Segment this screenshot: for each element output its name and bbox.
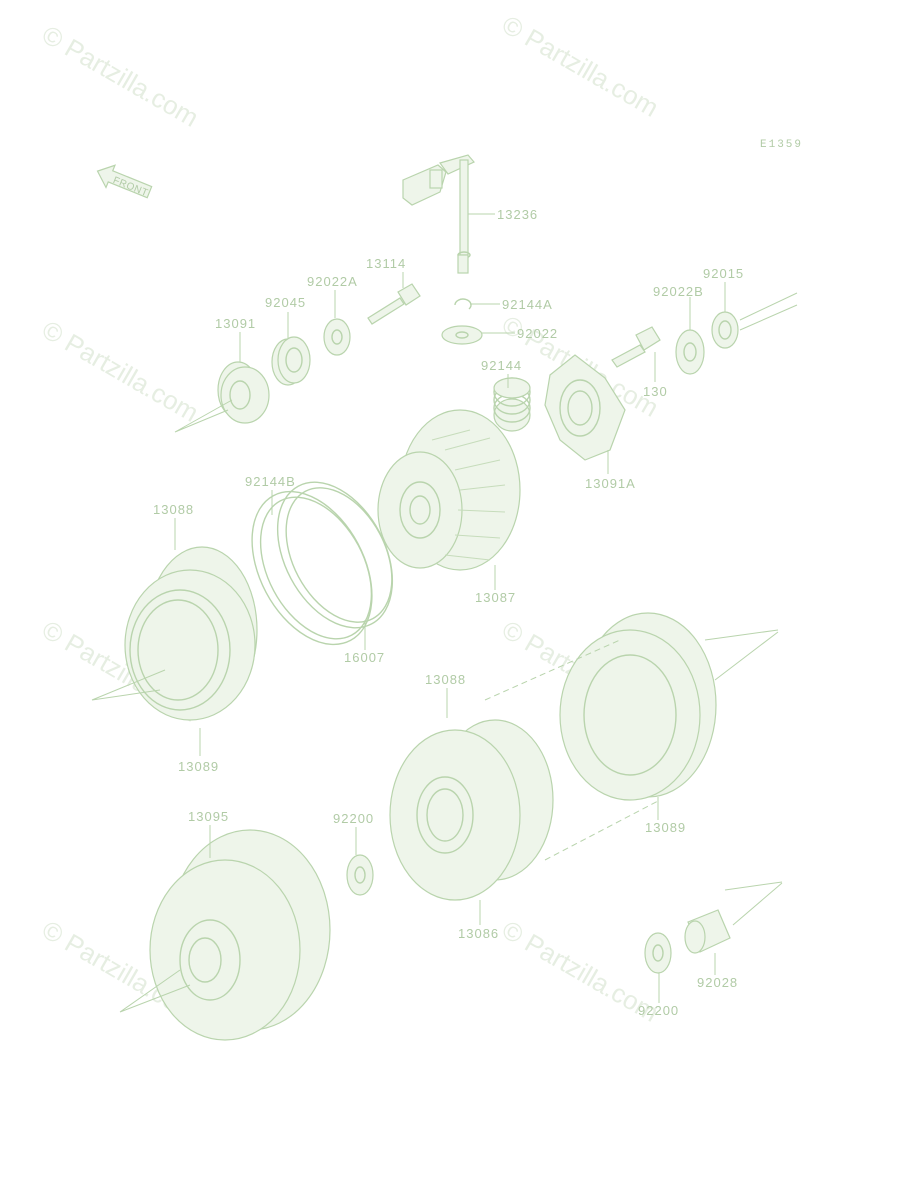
part-label-92022: 92022: [517, 326, 558, 341]
rings-16007-92144b: [251, 481, 394, 646]
pressure-plate-13091a: [544, 354, 626, 461]
part-label-13091a: 13091A: [585, 476, 636, 491]
watermark: © Partzilla.com: [37, 314, 204, 428]
bearing-92045: [271, 336, 311, 386]
bolt-130: [611, 326, 661, 368]
circlip-92144a: [454, 298, 472, 310]
washer-92022: [441, 325, 483, 345]
watermark: © Partzilla.com: [37, 19, 204, 133]
front-arrow-icon: FRONT: [96, 164, 153, 199]
part-label-13089-left: 13089: [178, 759, 219, 774]
part-label-92200-lower: 92200: [638, 1003, 679, 1018]
part-label-13087: 13087: [475, 590, 516, 605]
part-label-13236: 13236: [497, 207, 538, 222]
part-label-13091: 13091: [215, 316, 256, 331]
washer-92022b: [675, 329, 705, 375]
sleeve-92028: [684, 881, 783, 954]
plate-stack-right: [389, 612, 779, 901]
washer-92022a: [323, 318, 351, 356]
clutch-housing-13095: [119, 829, 331, 1041]
clutch-hub-13087: [377, 409, 521, 571]
part-label-92022b: 92022B: [653, 284, 704, 299]
part-label-92200-upper: 92200: [333, 811, 374, 826]
watermark: © Partzilla.com: [497, 9, 664, 123]
push-rod: [367, 283, 421, 325]
part-label-130: 130: [643, 384, 668, 399]
nut-92015: [711, 292, 798, 349]
part-label-92022a: 92022A: [307, 274, 358, 289]
part-label-92144b: 92144B: [245, 474, 296, 489]
spring-92144: [493, 377, 531, 432]
leader-lines: [174, 213, 726, 1003]
part-labels: 13236 13114 92022A 92045 13091 92144A 92…: [153, 207, 744, 1018]
part-label-92144a: 92144A: [502, 297, 553, 312]
part-label-92028: 92028: [697, 975, 738, 990]
pusher-13091: [174, 361, 270, 433]
part-label-13086: 13086: [458, 926, 499, 941]
part-label-92015: 92015: [703, 266, 744, 281]
washer-92200-lower: [644, 932, 672, 974]
friction-plates-left: [91, 546, 258, 721]
part-label-92144: 92144: [481, 358, 522, 373]
washer-92200-upper: [346, 854, 374, 896]
part-label-16007: 16007: [344, 650, 385, 665]
part-label-13088-lower: 13088: [425, 672, 466, 687]
part-label-13114: 13114: [366, 256, 406, 271]
part-label-92045: 92045: [265, 295, 306, 310]
part-label-13089-right: 13089: [645, 820, 686, 835]
part-label-13088-upper: 13088: [153, 502, 194, 517]
part-label-13095: 13095: [188, 809, 229, 824]
diagram-code: E1359: [760, 139, 803, 151]
release-shaft: [402, 154, 475, 274]
